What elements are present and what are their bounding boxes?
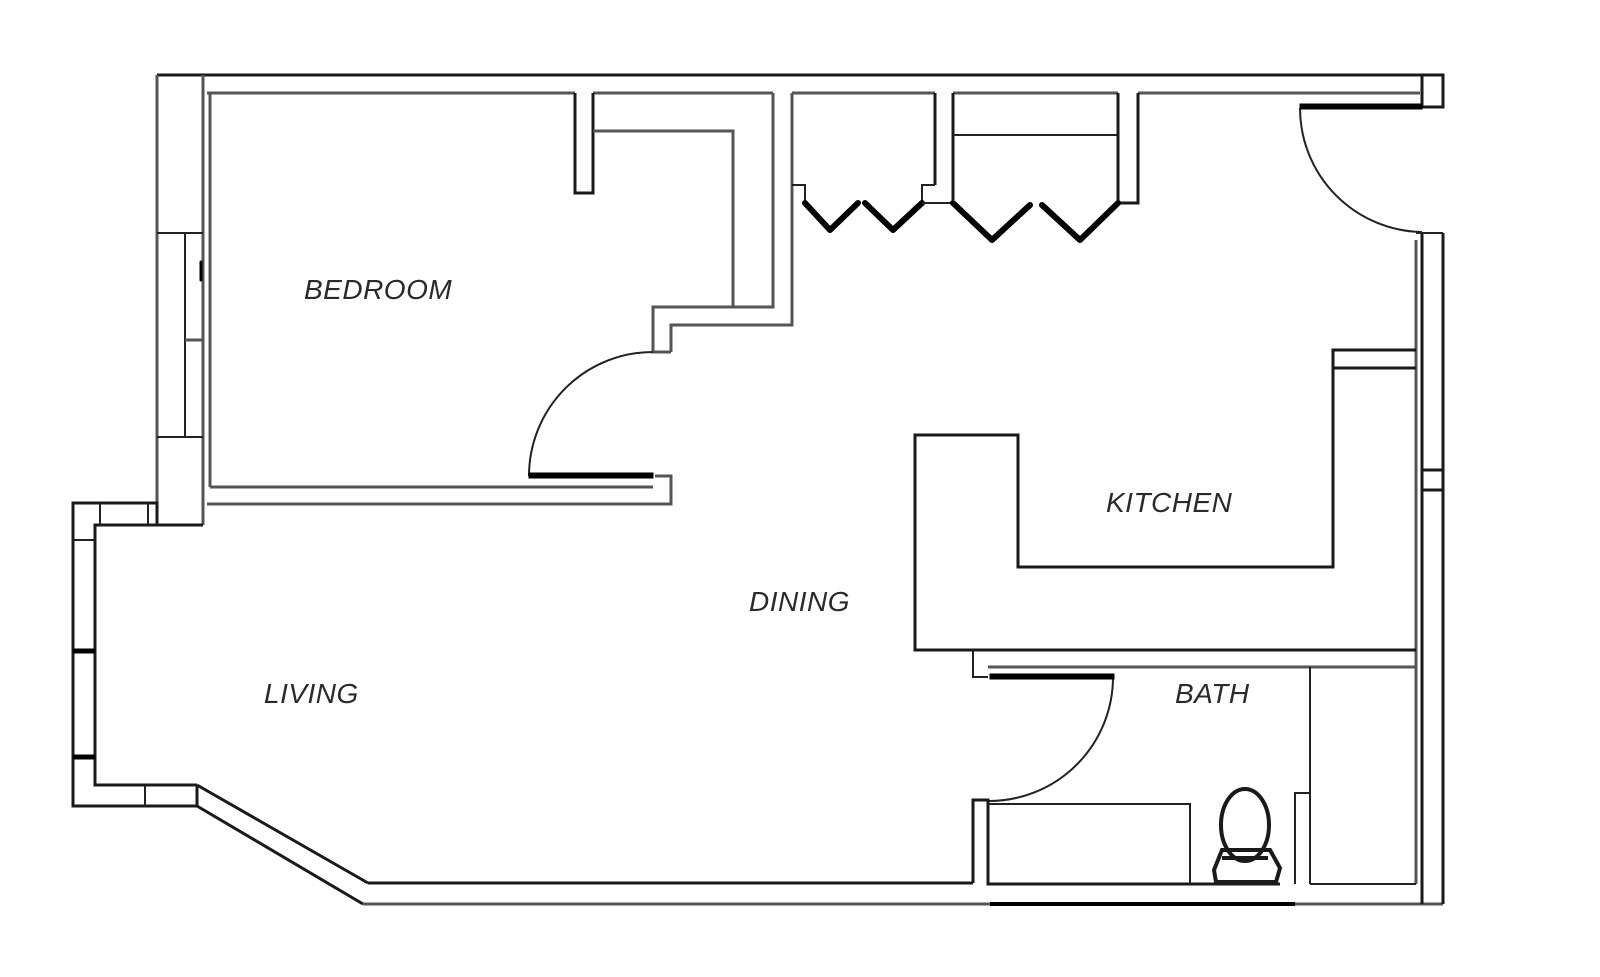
bedroom-walls bbox=[207, 93, 794, 506]
room-label-dining: DINING bbox=[749, 586, 850, 617]
kitchen-counters bbox=[913, 348, 1416, 652]
exterior-walls bbox=[71, 73, 1445, 906]
bath-walls bbox=[971, 650, 1416, 886]
room-label-bedroom: BEDROOM bbox=[304, 274, 453, 305]
toilet-icon bbox=[1211, 787, 1283, 884]
entry-door bbox=[1299, 103, 1423, 233]
hall-closets bbox=[792, 93, 1140, 243]
room-label-living: LIVING bbox=[264, 678, 359, 709]
room-label-bath: BATH bbox=[1175, 678, 1250, 709]
room-label-kitchen: KITCHEN bbox=[1106, 487, 1233, 518]
